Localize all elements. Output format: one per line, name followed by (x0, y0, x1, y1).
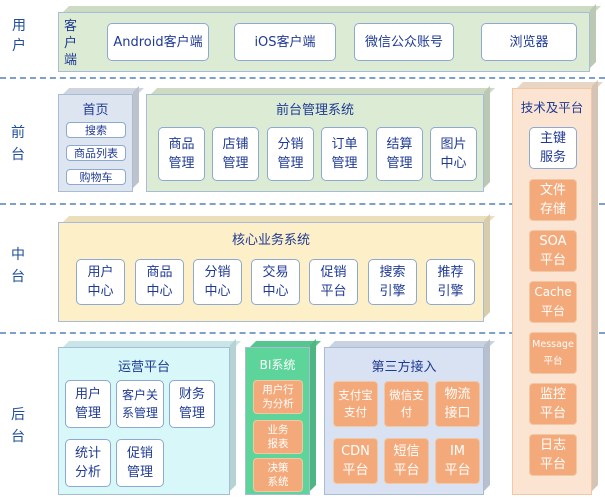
ops-title: 运营平台 (117, 360, 170, 375)
home-title: 首页 (82, 103, 109, 118)
core-item-user[interactable]: 用户 中心 (76, 259, 125, 305)
layer-label-frontend: 前台 (8, 122, 28, 166)
front-mgmt-panel: 前台管理系统 商品 管理 店铺 管理 分销 管理 订单 管理 结算 管理 图片 … (146, 94, 484, 192)
client-browser[interactable]: 浏览器 (481, 23, 577, 61)
home-panel: 首页 搜索 商品列表 购物车 (58, 94, 133, 192)
third-item-wechatpay[interactable]: 微信支 付 (384, 381, 429, 427)
core-panel: 核心业务系统 用户 中心 商品 中心 分销 中心 交易 中心 促销 平台 搜索 … (58, 222, 484, 322)
home-product-list[interactable]: 商品列表 (66, 145, 126, 161)
third-item-sms[interactable]: 短信 平台 (384, 438, 429, 484)
front-item-order[interactable]: 订单 管理 (321, 127, 368, 181)
layer-label-text: 中台 (11, 247, 25, 285)
ops-item-user[interactable]: 用户 管理 (65, 380, 111, 428)
core-item-distribution[interactable]: 分销 中心 (193, 259, 242, 305)
core-item-recommend[interactable]: 推荐 引擎 (426, 259, 475, 305)
tech-item-monitor[interactable]: 监控 平台 (529, 383, 577, 425)
ops-item-crm[interactable]: 客户关 系管理 (116, 380, 164, 428)
bi-title: BI系统 (259, 358, 296, 372)
layer-label-text: 前台 (11, 125, 25, 163)
front-mgmt-title: 前台管理系统 (275, 103, 354, 118)
tech-panel: 技术及平台 主键 服务 文件 存储 SOA 平台 Cache 平台 Messag… (512, 88, 592, 495)
bi-panel: BI系统 用户行 为分析 业务 报表 决策 系统 (245, 347, 310, 495)
tech-item-storage[interactable]: 文件 存储 (529, 179, 577, 221)
layer-divider (0, 203, 605, 205)
tech-item-cache[interactable]: Cache 平台 (529, 281, 577, 323)
clients-panel: 客户端 Android客户端 iOS客户端 微信公众账号 浏览器 (58, 12, 590, 72)
core-item-search[interactable]: 搜索 引擎 (368, 259, 417, 305)
ops-item-promotion[interactable]: 促销 管理 (116, 439, 164, 487)
front-item-distribution[interactable]: 分销 管理 (267, 127, 314, 181)
tech-title: 技术及平台 (520, 100, 584, 115)
tech-item-keyservice[interactable]: 主键 服务 (529, 127, 577, 169)
layer-divider (0, 77, 605, 79)
core-item-promotion[interactable]: 促销 平台 (309, 259, 358, 305)
layer-label-backend: 后台 (8, 404, 28, 448)
home-search[interactable]: 搜索 (66, 122, 126, 138)
bi-item-behavior[interactable]: 用户行 为分析 (253, 380, 303, 414)
tech-item-message[interactable]: Message 平台 (529, 332, 577, 374)
third-panel: 第三方接入 支付宝 支付 微信支 付 物流 接口 CDN 平台 短信 平台 IM… (324, 347, 484, 495)
front-item-settlement[interactable]: 结算 管理 (376, 127, 423, 181)
bi-item-decision[interactable]: 决策 系统 (253, 458, 303, 492)
third-item-alipay[interactable]: 支付宝 支付 (333, 381, 378, 427)
clients-label: 客户端 (64, 19, 78, 68)
client-android[interactable]: Android客户端 (107, 23, 209, 61)
bi-item-report[interactable]: 业务 报表 (253, 420, 303, 454)
ops-item-stats[interactable]: 统计 分析 (65, 439, 111, 487)
ops-item-finance[interactable]: 财务 管理 (169, 380, 215, 428)
layer-label-user: 用户 (8, 16, 30, 56)
layer-label-middle: 中台 (8, 244, 28, 288)
front-item-image[interactable]: 图片 中心 (430, 127, 477, 181)
core-title: 核心业务系统 (231, 233, 310, 248)
third-item-im[interactable]: IM 平台 (435, 438, 480, 484)
client-ios[interactable]: iOS客户端 (234, 23, 336, 61)
tech-item-soa[interactable]: SOA 平台 (529, 230, 577, 272)
core-item-trade[interactable]: 交易 中心 (251, 259, 300, 305)
front-item-product[interactable]: 商品 管理 (158, 127, 205, 181)
layer-label-text: 后台 (11, 407, 25, 445)
third-item-logistics[interactable]: 物流 接口 (435, 381, 480, 427)
front-item-shop[interactable]: 店铺 管理 (212, 127, 259, 181)
tech-item-log[interactable]: 日志 平台 (529, 434, 577, 476)
layer-label-text: 用户 (12, 18, 26, 54)
third-title: 第三方接入 (371, 360, 437, 375)
layer-divider (0, 332, 605, 334)
core-item-product[interactable]: 商品 中心 (135, 259, 184, 305)
home-cart[interactable]: 购物车 (66, 169, 126, 185)
client-wechat[interactable]: 微信公众账号 (354, 23, 454, 61)
third-item-cdn[interactable]: CDN 平台 (333, 438, 378, 484)
ops-panel: 运营平台 用户 管理 客户关 系管理 财务 管理 统计 分析 促销 管理 (58, 347, 230, 495)
